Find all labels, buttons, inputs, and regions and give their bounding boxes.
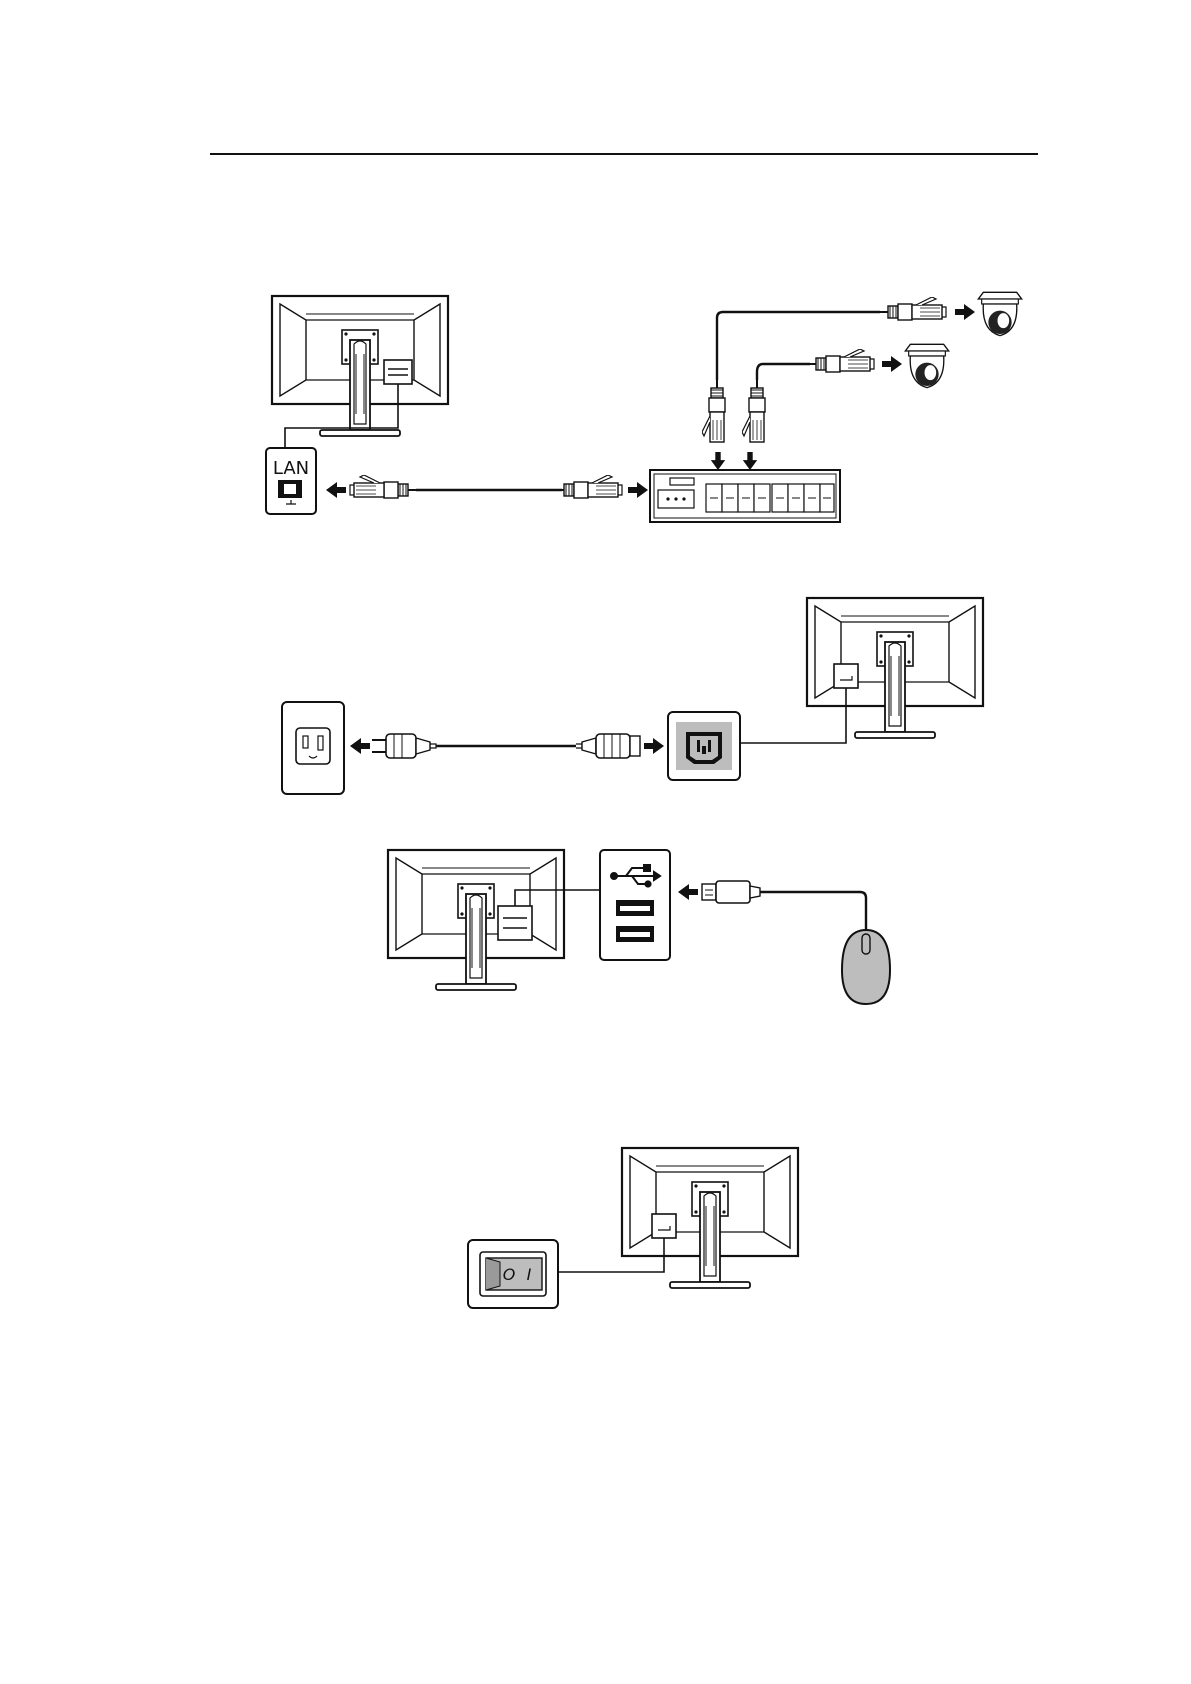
rj45-plug-right (556, 475, 622, 498)
rj45-plug-down-1 (702, 380, 725, 442)
power-off-symbol: O (503, 1265, 516, 1284)
power-on-symbol: I (527, 1265, 532, 1284)
monitor-rear-switch (622, 1148, 798, 1288)
monitor-rear-lan (272, 296, 448, 436)
usb-section (388, 850, 890, 1004)
power-switch-section: O I (468, 1148, 798, 1308)
power-plug (372, 734, 436, 758)
arrow-to-camera-1 (955, 304, 975, 320)
rj45-plug-left (350, 475, 416, 498)
arrow-to-switch-port-1 (711, 452, 725, 470)
monitor-usb-port-highlight (498, 906, 532, 940)
network-camera-1-icon (978, 292, 1021, 335)
arrow-to-monitor-lan (326, 482, 346, 498)
monitor-rear-usb (388, 850, 564, 990)
arrow-to-switch (628, 482, 648, 498)
monitor-switch-highlight (652, 1214, 676, 1238)
mouse-icon (842, 930, 890, 1004)
rj45-plug-camera-2 (808, 349, 874, 372)
arrow-to-power-inlet (644, 738, 664, 754)
lan-label: LAN (273, 458, 309, 479)
arrow-to-camera-2 (882, 356, 902, 372)
arrow-to-outlet (350, 738, 370, 754)
lan-section: LAN (266, 292, 1022, 522)
monitor-power-port-highlight (834, 664, 858, 688)
monitor-port-highlight (384, 360, 412, 384)
rj45-plug-camera-1 (880, 297, 946, 320)
usb-plug (702, 881, 760, 903)
network-camera-2-icon (905, 344, 948, 387)
rj45-plug-down-2 (742, 380, 765, 442)
arrow-to-switch-port-2 (743, 452, 757, 470)
power-cable-section (282, 598, 983, 794)
camera-cable-2 (757, 364, 810, 380)
power-connector (576, 734, 640, 758)
usb-cable (760, 892, 866, 930)
arrow-to-usb-port (678, 884, 698, 900)
